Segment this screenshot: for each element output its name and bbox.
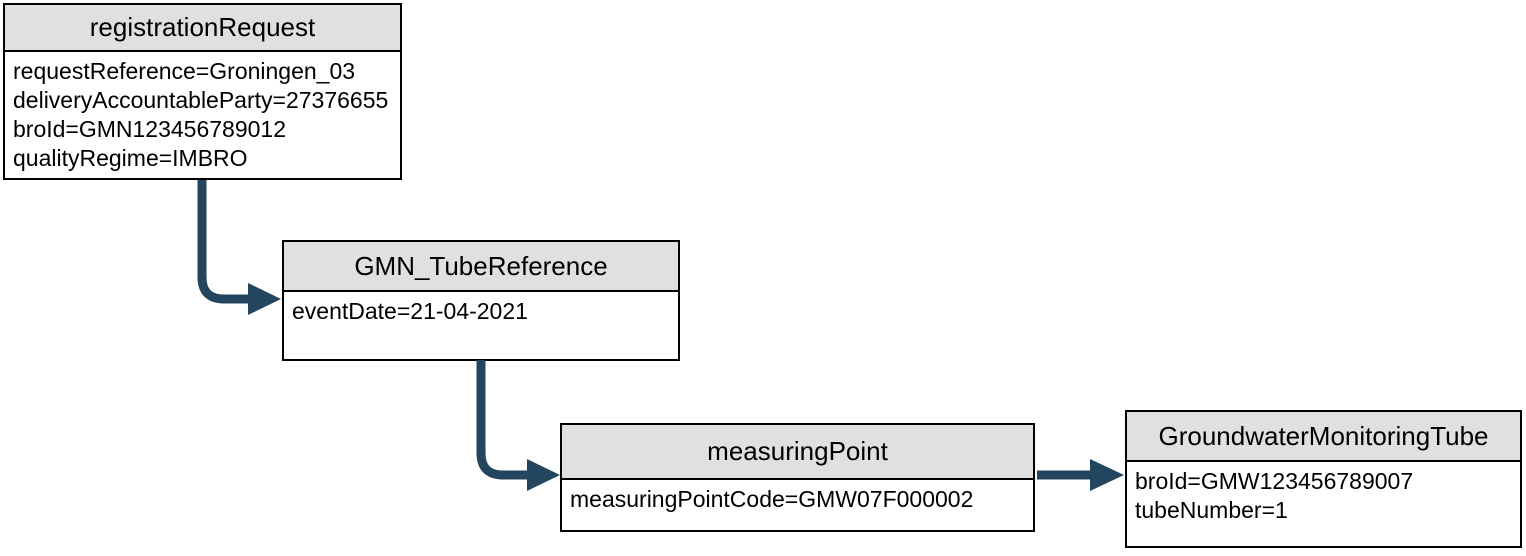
connector-arrow-registration-to-tubereference (197, 180, 281, 315)
node-attribute: broId=GMW123456789007 (1135, 468, 1414, 494)
node-attribute: deliveryAccountableParty=27376655 (13, 87, 389, 113)
node-attribute: eventDate=21-04-2021 (292, 298, 528, 324)
node-attribute: broId=GMN123456789012 (13, 116, 287, 142)
node-attribute: qualityRegime=IMBRO (13, 145, 248, 171)
node-groundwater-monitoring-tube: GroundwaterMonitoringTube broId=GMW12345… (1125, 410, 1522, 548)
node-attributes: measuringPointCode=GMW07F000002 (562, 480, 1033, 514)
node-gmn-tube-reference: GMN_TubeReference eventDate=21-04-2021 (282, 240, 680, 361)
node-title: registrationRequest (5, 5, 400, 52)
node-measuring-point: measuringPoint measuringPointCode=GMW07F… (560, 423, 1035, 532)
connector-arrow-measuringpoint-to-monitoringtube (1037, 459, 1124, 491)
node-attribute: tubeNumber=1 (1135, 497, 1288, 523)
connector-arrow-tubereference-to-measuringpoint (476, 360, 560, 491)
node-title: measuringPoint (562, 425, 1033, 480)
node-attribute: measuringPointCode=GMW07F000002 (570, 486, 974, 512)
node-registration-request: registrationRequest requestReference=Gro… (3, 3, 402, 180)
node-title: GMN_TubeReference (284, 242, 678, 292)
node-attribute: requestReference=Groningen_03 (13, 58, 356, 84)
node-attributes: broId=GMW123456789007 tubeNumber=1 (1127, 462, 1520, 525)
node-attributes: requestReference=Groningen_03 deliveryAc… (5, 52, 400, 173)
node-title: GroundwaterMonitoringTube (1127, 412, 1520, 462)
node-attributes: eventDate=21-04-2021 (284, 292, 678, 326)
